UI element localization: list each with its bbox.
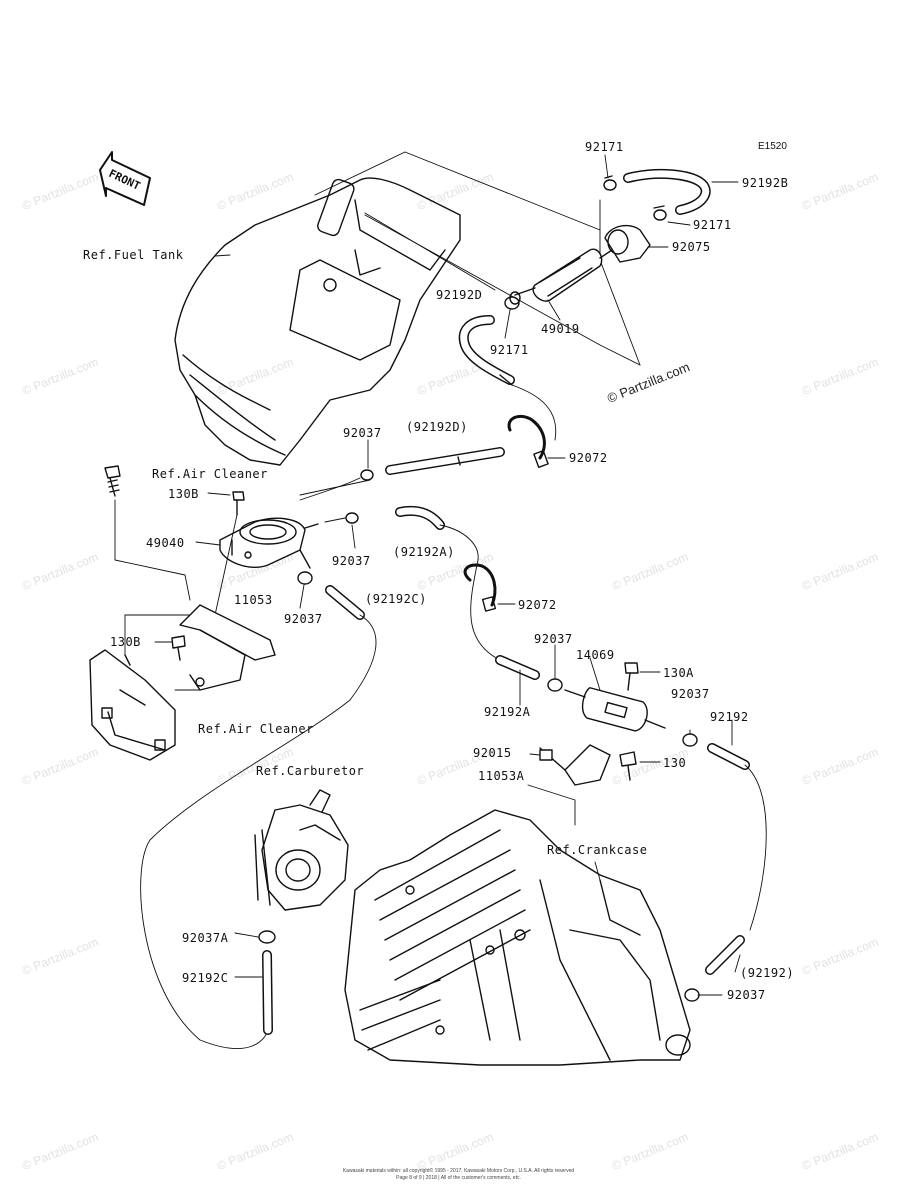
part-label: 92072 — [518, 598, 557, 612]
ref-carburetor-label: Ref.Carburetor — [256, 764, 365, 778]
ref-air-cleaner-label: Ref.Air Cleaner — [152, 467, 268, 481]
front-arrow-icon: FRONT — [99, 151, 151, 206]
crankcase-engine — [344, 809, 691, 1066]
part-label: (92192C) — [365, 592, 427, 606]
fuel-valve-14069 — [564, 687, 666, 732]
label-leaders — [154, 154, 741, 996]
part-label: 49019 — [541, 322, 580, 336]
bolt-130A — [624, 662, 639, 691]
part-label: 11053A — [478, 769, 525, 783]
diagram-code: E1520 — [758, 141, 787, 152]
part-label: 92037 — [343, 426, 382, 440]
ref-air-cleaner-label: Ref.Air Cleaner — [198, 722, 314, 736]
part-label: 92192D — [436, 288, 483, 302]
part-label: (92192) — [740, 966, 795, 980]
part-label: 92015 — [473, 746, 512, 760]
bolt-130 — [619, 751, 637, 781]
hose-92192D-lower — [385, 447, 505, 475]
part-label: 14069 — [576, 648, 615, 662]
clamp-92171-low — [504, 296, 520, 310]
part-label: 92192A — [484, 705, 531, 719]
clamp-92171-top — [603, 175, 617, 191]
part-label: 130 — [663, 756, 687, 770]
hose-92192A-lower — [495, 655, 540, 680]
hose-92192 — [707, 743, 750, 770]
grommet-92015 — [539, 749, 553, 761]
leader-line — [511, 384, 557, 441]
part-label: 130B — [110, 635, 141, 649]
leader-lines-mid — [114, 477, 361, 616]
leader-line — [470, 559, 501, 661]
part-label: 92037 — [284, 612, 323, 626]
hose-92192A-upper — [395, 505, 445, 530]
part-label: 92037A — [182, 931, 229, 945]
bracket-11053 — [179, 604, 276, 691]
air-cleaner-housing — [89, 649, 176, 761]
band-92072-mid — [463, 563, 497, 612]
clamp-92037-a — [360, 469, 374, 481]
ref-fuel-tank-label: Ref.Fuel Tank — [83, 248, 184, 262]
part-label: 92171 — [693, 218, 732, 232]
fuel-line-path — [140, 614, 377, 1049]
filter-holder-92075 — [604, 224, 651, 263]
part-label: 130B — [168, 487, 199, 501]
part-label: 92192B — [742, 176, 789, 190]
bolt-130B-top — [232, 491, 245, 516]
ref-crankcase-label: Ref.Crankcase — [547, 843, 648, 857]
copyright-line: Kawasaki materials within: all copyright… — [342, 1168, 575, 1174]
clamp-92037-d — [547, 678, 563, 692]
fuel-pump-49040 — [219, 517, 319, 569]
part-label: 49040 — [146, 536, 185, 550]
part-label: 92171 — [490, 343, 529, 357]
clamp-92037-e — [682, 733, 698, 747]
part-label: 92037 — [671, 687, 710, 701]
part-label: 92192C — [182, 971, 229, 985]
leader-line — [324, 517, 346, 523]
part-label: 92171 — [585, 140, 624, 154]
hose-92192B — [623, 168, 711, 215]
fuel-filter-49019 — [509, 248, 613, 305]
band-92072-top — [507, 414, 549, 468]
part-label: 92192 — [710, 710, 749, 724]
hose-92192C — [262, 950, 273, 1035]
carburetor — [254, 789, 349, 911]
copyright-line: Page 8 of 9 | 2018 | All of the customer… — [396, 1175, 521, 1181]
part-label: 92075 — [672, 240, 711, 254]
part-label: 92037 — [332, 554, 371, 568]
part-label: 92037 — [727, 988, 766, 1002]
leader-line — [439, 524, 479, 561]
fuel-tank — [174, 177, 461, 466]
clamp-92037A — [258, 930, 276, 944]
bolt-130B-low — [171, 635, 186, 661]
fuel-line-path — [744, 764, 767, 931]
part-label: 92037 — [534, 632, 573, 646]
hose-92192C-short — [325, 585, 365, 620]
hose-92192-lower — [705, 935, 745, 975]
clamp-92171-mid — [653, 205, 667, 221]
part-label: 11053 — [234, 593, 273, 607]
leader-line — [527, 784, 576, 826]
part-label: 92072 — [569, 451, 608, 465]
part-label: 130A — [663, 666, 694, 680]
clamp-92037-c — [297, 571, 313, 585]
leader-lines-air — [124, 614, 201, 691]
hose-92192D — [458, 315, 515, 386]
leader-lines — [299, 151, 641, 496]
clamp-92037-f — [684, 988, 700, 1002]
part-label: (92192A) — [393, 545, 455, 559]
part-label: (92192D) — [406, 420, 468, 434]
clamp-92037-b — [345, 512, 359, 524]
bolt-air-cleaner-top — [104, 465, 121, 497]
